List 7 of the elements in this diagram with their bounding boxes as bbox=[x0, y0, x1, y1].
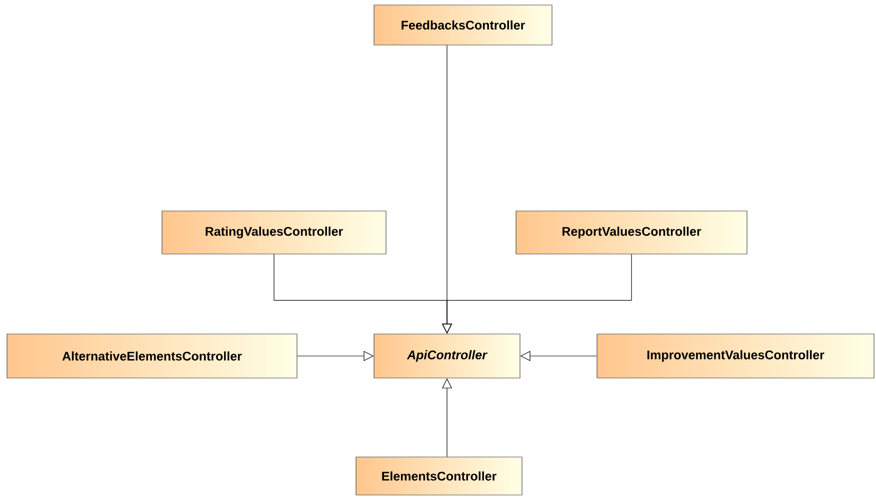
class-box: ImprovementValuesController bbox=[596, 334, 874, 378]
class-box: FeedbacksController bbox=[374, 4, 552, 46]
class-box: RatingValuesController bbox=[162, 210, 386, 254]
class-box: ReportValuesController bbox=[516, 210, 748, 254]
class-box: AlternativeElementsController bbox=[6, 334, 298, 378]
class-box: ApiController bbox=[374, 334, 520, 378]
class-box: ElementsController bbox=[356, 456, 522, 496]
